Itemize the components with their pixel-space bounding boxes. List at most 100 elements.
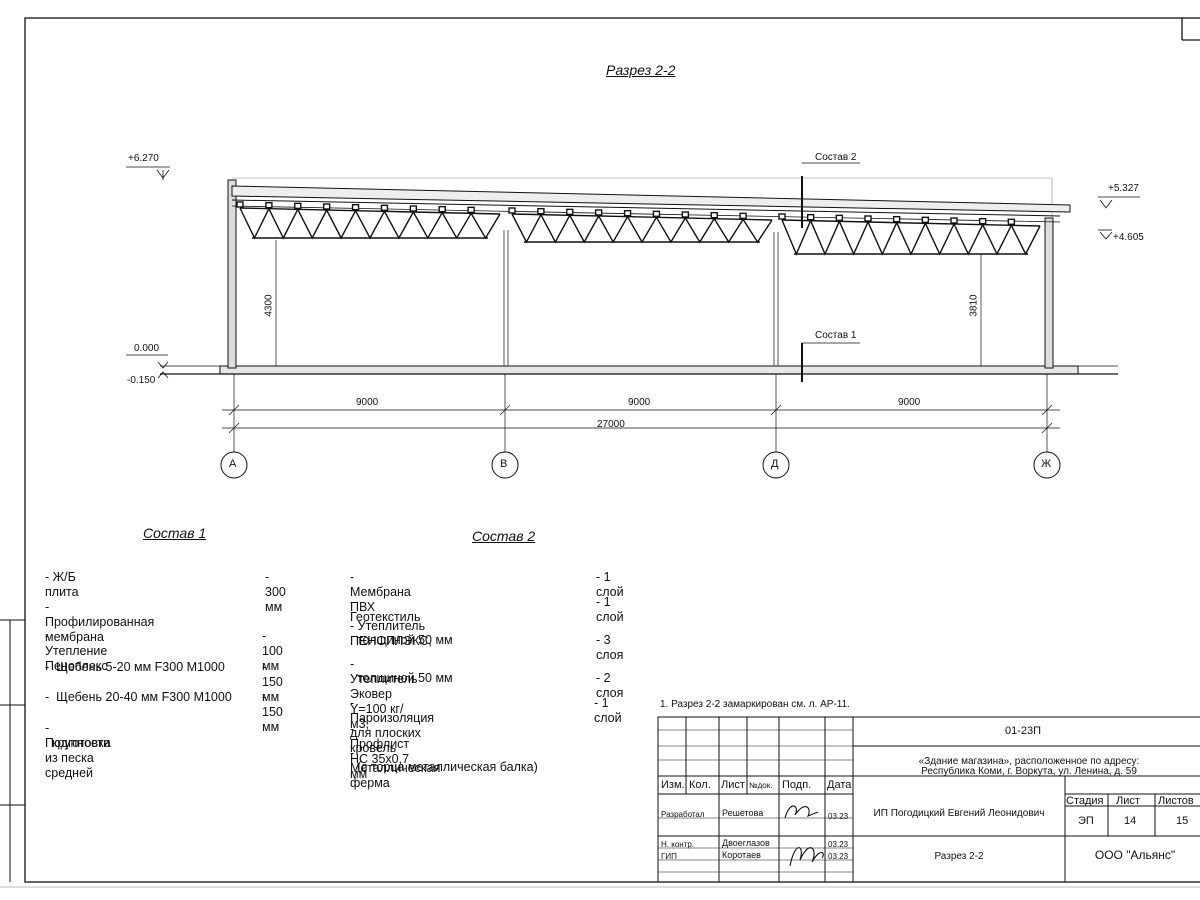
sostav-2-item: - Металлическая ферма <box>350 746 441 790</box>
callout-sostav-2: Состав 2 <box>815 152 857 163</box>
stamp-stage: ЭП <box>1078 815 1094 827</box>
stamp-h-kol: Кол. <box>689 779 711 791</box>
sostav-2-item: - Пароизоляция для плоских кровель <box>350 696 435 755</box>
sostav-1-item: - Профилированная мембрана <box>45 600 155 644</box>
truss-member <box>778 213 786 220</box>
truss-member <box>470 212 501 240</box>
truss-member <box>326 209 357 240</box>
truss-member <box>684 217 715 244</box>
truss-member <box>351 203 360 211</box>
truss-member <box>982 224 1012 256</box>
sostav-1-item: - Ж/Б плита <box>45 570 79 599</box>
truss-member <box>438 205 446 213</box>
sostav-1-value: - 100 мм <box>262 629 283 673</box>
truss-member <box>713 218 744 244</box>
sostav-2-value: - 1 слой <box>596 595 624 624</box>
stamp-h-data: Дата <box>827 779 852 791</box>
truss-member <box>409 205 418 212</box>
stamp-h-podp: Подп. <box>782 779 812 791</box>
sostav-2-title: Состав 2 <box>472 528 536 544</box>
truss-member <box>921 216 930 224</box>
truss-member <box>239 207 501 215</box>
sostav-1-item-cont: крупности <box>45 736 111 750</box>
span-2: 9000 <box>628 397 651 408</box>
truss-member <box>896 222 926 256</box>
truss-member <box>380 204 389 212</box>
truss-member <box>1010 225 1041 256</box>
height-right: 3810 <box>968 294 980 317</box>
sostav-1-item: - Щебень 5-20 мм F300 M1000 <box>45 660 225 674</box>
truss-member <box>953 223 984 256</box>
stamp-sheets-header: Листов <box>1158 795 1194 807</box>
height-left: 4300 <box>263 294 275 317</box>
truss-member <box>540 214 571 244</box>
sostav-1-item: - Подготовка из песка средней <box>45 721 111 780</box>
truss-member <box>569 214 600 244</box>
span-1: 9000 <box>356 397 379 408</box>
sostav-2-item: - Утеплитель ПЕНОПЛЭКС, <box>350 619 432 648</box>
truss-member <box>742 218 773 244</box>
truss-member <box>838 221 869 256</box>
level-top-right-2: +4.605 <box>1113 232 1144 243</box>
truss-member <box>508 207 516 214</box>
truss-member <box>236 201 244 208</box>
sostav-2-value: - 1 слой <box>594 696 622 725</box>
truss-member <box>239 207 270 240</box>
stamp-name-control: Двоеглазов <box>722 838 770 848</box>
truss-member <box>383 210 414 240</box>
truss-member <box>950 217 958 224</box>
truss-member <box>566 208 574 216</box>
level-top-left: +6.270 <box>128 153 159 164</box>
axis-a: А <box>229 458 237 470</box>
sostav-2-item: - Утеплитель Эковер Y=100 кг/м3, <box>350 657 418 731</box>
axis-d: Д <box>771 458 779 470</box>
sostav-1-value: - 300 мм <box>265 570 286 614</box>
sostav-1-value: - 150 мм <box>262 690 283 734</box>
sostav-1-title: Состав 1 <box>143 525 207 541</box>
truss-member <box>441 212 472 240</box>
truss-member <box>924 223 955 256</box>
sostav-2-item-cont: (с торца металлическая балка) <box>350 760 538 774</box>
sostav-2-value: - 1 слой <box>596 570 624 599</box>
truss-member <box>511 213 773 221</box>
truss-member <box>623 209 632 217</box>
sostav-2-value: - 2 слоя <box>596 671 624 700</box>
stamp-role-control: Н. контр. <box>661 840 695 849</box>
signature-korotaev <box>789 847 824 867</box>
sostav-2-item: - Мембрана ПВХ <box>350 570 411 614</box>
truss-member <box>781 219 1041 227</box>
stamp-sheets: 15 <box>1176 815 1189 827</box>
stamp-sheet: 14 <box>1124 815 1137 827</box>
stamp-name-developer: Решетова <box>722 808 764 818</box>
sostav-2-item-cont: толщиной 50 мм <box>350 671 453 685</box>
truss-member <box>598 215 629 244</box>
stamp-company: ООО "Альянс" <box>1094 848 1176 862</box>
truss-member <box>594 209 603 216</box>
truss-member <box>806 213 815 221</box>
truss-member <box>1007 218 1016 226</box>
truss-member <box>626 216 658 244</box>
truss-member <box>978 217 987 225</box>
level-zero: 0.000 <box>134 343 160 354</box>
truss-member <box>268 208 299 240</box>
signature-reshetova <box>784 805 819 819</box>
stamp-date-gip: 03.23 <box>828 852 849 861</box>
truss-member <box>322 203 331 210</box>
sostav-2-item: - Геотекстиль <box>350 595 421 624</box>
truss-member <box>810 220 840 256</box>
truss-member <box>354 210 386 240</box>
stamp-sheet-header: Лист <box>1116 795 1140 807</box>
truss-member <box>864 215 872 222</box>
stamp-role-gip: ГИП <box>661 852 677 861</box>
span-3: 9000 <box>898 397 921 408</box>
truss-member <box>867 221 898 256</box>
stamp-date-control: 03.23 <box>828 840 849 849</box>
truss-member <box>294 202 302 210</box>
sostav-1-item: - Щебень 20-40 мм F300 M1000 <box>45 690 232 704</box>
axis-zh: Ж <box>1041 458 1052 470</box>
total-span: 27000 <box>597 419 625 430</box>
truss-member <box>739 212 747 220</box>
section-title: Разрез 2-2 <box>606 62 676 78</box>
stamp-role-developer: Разработал <box>661 810 705 819</box>
